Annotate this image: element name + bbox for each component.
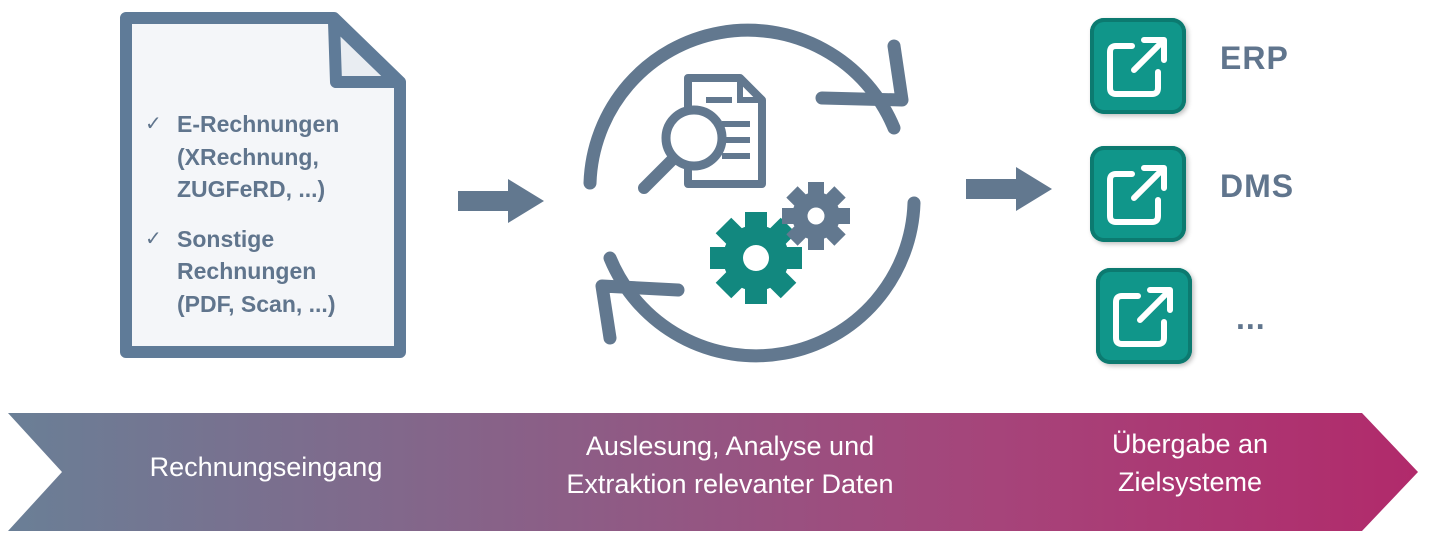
flow-arrow-icon <box>966 167 1052 211</box>
process-band <box>8 413 1418 531</box>
flow-arrow-icon <box>458 179 544 223</box>
gear-icon <box>782 182 850 250</box>
list-item-line: (XRechnung, <box>177 143 319 170</box>
target-label-erp: ERP <box>1220 40 1289 76</box>
list-item-line: Rechnungen <box>177 258 317 284</box>
target-label-dms: DMS <box>1220 168 1295 204</box>
list-item-line: ZUGFeRD, ...) <box>177 176 326 202</box>
external-link-icon <box>1107 165 1167 225</box>
target-system-tile[interactable] <box>1096 268 1192 364</box>
cycle-arrow-lower-icon <box>603 196 921 363</box>
list-item-line: (PDF, Scan, ...) <box>177 290 336 317</box>
checkmark-icon: ✓ <box>145 113 162 135</box>
checkmark-icon: ✓ <box>145 227 162 250</box>
external-link-icon <box>1107 37 1167 97</box>
target-system-tile[interactable] <box>1090 18 1186 114</box>
target-label-more: ... <box>1236 300 1266 336</box>
stage-label: Auslesung, Analyse und Extraktion releva… <box>566 431 894 499</box>
list-item-line: E-Rechnungen <box>177 111 340 137</box>
stage-label: Rechnungseingang <box>149 452 383 482</box>
invoice-type-list: ✓ E-Rechnungen (XRechnung, ZUGFeRD, ...)… <box>145 108 385 320</box>
list-item: ✓ Sonstige Rechnungen (PDF, Scan, ...) <box>145 223 385 321</box>
cycle-arrow-upper-icon <box>583 23 901 190</box>
list-item: ✓ E-Rechnungen (XRechnung, ZUGFeRD, ...) <box>145 108 385 206</box>
document-search-icon <box>638 74 766 194</box>
list-item-line: Sonstige <box>177 225 275 252</box>
gear-icon <box>710 212 802 304</box>
stage-label: Übergabe an Zielsysteme <box>1111 429 1269 497</box>
processing-cycle-icon <box>583 23 921 363</box>
external-link-icon <box>1113 287 1173 347</box>
target-system-tile[interactable] <box>1090 146 1186 242</box>
invoice-document-icon <box>120 12 406 358</box>
